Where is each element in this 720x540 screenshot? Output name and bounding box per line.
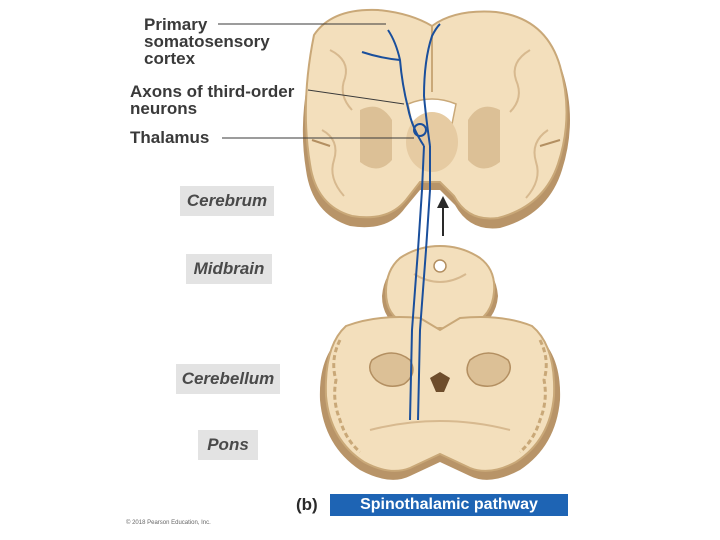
region-cerebellum: Cerebellum — [176, 364, 280, 394]
midbrain-section — [382, 244, 498, 337]
caption-title: Spinothalamic pathway — [330, 494, 568, 516]
cerebellum-section — [319, 316, 561, 480]
leader-lines — [218, 23, 414, 139]
caption-panel-letter: (b) — [296, 495, 318, 514]
label-primary-cortex: Primary somatosensory cortex — [144, 16, 270, 67]
label-primary-line1: Primary — [144, 15, 208, 34]
label-primary-line2: somatosensory — [144, 32, 270, 51]
region-cerebrum: Cerebrum — [180, 186, 274, 216]
region-pons: Pons — [198, 430, 258, 460]
cerebrum-section — [302, 8, 570, 229]
label-axons: Axons of third-order neurons — [130, 83, 294, 117]
label-axons-line1: Axons of third-order — [130, 82, 295, 101]
region-midbrain: Midbrain — [186, 254, 272, 284]
ascending-arrow — [437, 196, 449, 236]
pathway-axons — [361, 23, 441, 421]
label-primary-line3: cortex — [144, 49, 196, 68]
label-thalamus: Thalamus — [130, 128, 210, 147]
copyright-notice: © 2018 Pearson Education, Inc. — [126, 520, 211, 526]
label-axons-line2: neurons — [130, 99, 198, 118]
